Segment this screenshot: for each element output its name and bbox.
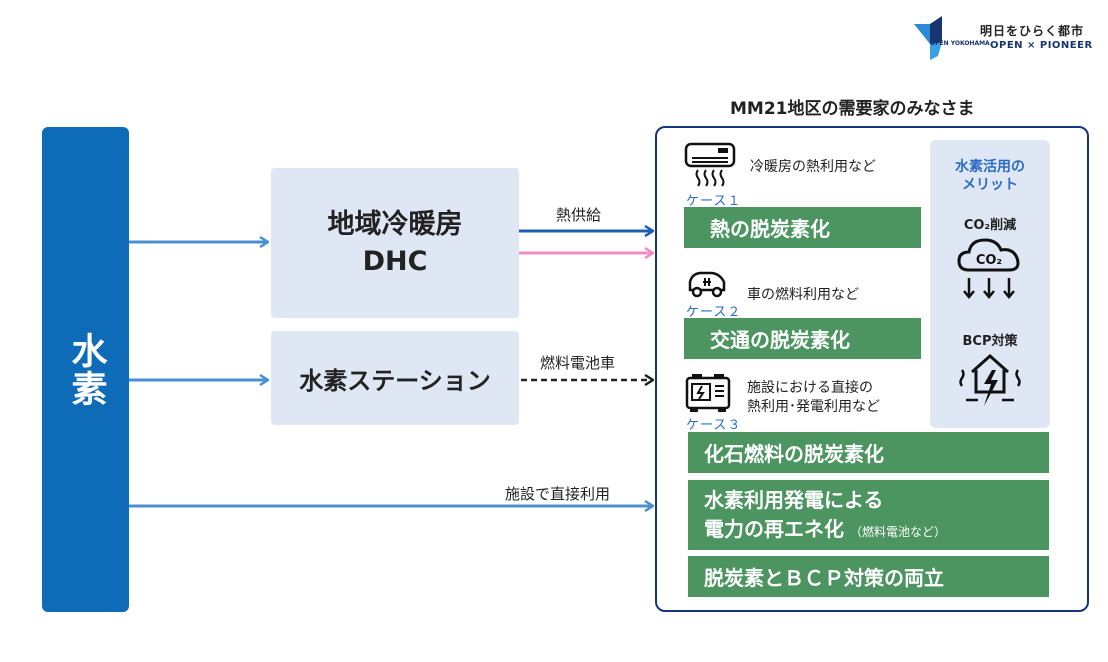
hydrogen-source-bar: 水素 bbox=[42, 127, 129, 612]
direct-use-label: 施設で直接利用 bbox=[505, 485, 611, 503]
tagline-jp: 明日をひらく都市 bbox=[980, 24, 1085, 38]
renewable-note: （燃料電池など） bbox=[850, 525, 947, 539]
case3-use-line2: 熱利用･発電利用など bbox=[747, 399, 880, 415]
open-yokohama-logo-icon bbox=[914, 16, 942, 60]
heat-supply-label: 熱供給 bbox=[556, 206, 602, 224]
fuel-cell-vehicle-label: 燃料電池車 bbox=[540, 354, 616, 372]
hydrogen-station-box: 水素ステーション bbox=[271, 331, 519, 425]
case3-use-line1: 施設における直接の bbox=[747, 380, 873, 396]
disaster-house-icon bbox=[959, 353, 1021, 406]
generator-icon bbox=[685, 374, 731, 412]
merit-title-line1: 水素活用の bbox=[955, 159, 1025, 175]
co2-reduction-label: CO₂削減 bbox=[963, 218, 1017, 233]
dhc-box: 地域冷暖房 DHC bbox=[271, 168, 519, 318]
case3-label: ケース３ bbox=[686, 418, 742, 433]
co2-cloud-text: CO₂ bbox=[976, 253, 1002, 268]
merit-title: 水素活用の メリット bbox=[930, 158, 1050, 194]
case2-result: 交通の脱炭素化 bbox=[684, 318, 921, 359]
air-conditioner-icon bbox=[684, 142, 736, 187]
co2-reduction-icon: CO₂ bbox=[957, 238, 1020, 299]
renewable-line1: 水素利用発電による bbox=[704, 488, 884, 512]
station-label: 水素ステーション bbox=[299, 366, 491, 395]
renewable-line2-wrap: 電力の再エネ化 （燃料電池など） bbox=[704, 515, 1049, 547]
case3-result-fossil: 化石燃料の脱炭素化 bbox=[688, 432, 1049, 473]
logo-small-text: OPEN YOKOHAMA bbox=[930, 40, 990, 47]
case3-result-bcp: 脱炭素とＢＣＰ対策の両立 bbox=[688, 556, 1049, 597]
dhc-label-en: DHC bbox=[362, 246, 428, 277]
case2-use: 車の燃料利用など bbox=[747, 287, 859, 303]
hydrogen-label: 水素 bbox=[65, 331, 107, 408]
case1-use: 冷暖房の熱利用など bbox=[750, 159, 876, 175]
case2-label: ケース２ bbox=[686, 305, 742, 320]
bcp-label: BCP対策 bbox=[962, 334, 1018, 349]
merit-title-line2: メリット bbox=[962, 177, 1018, 193]
case1-result: 熱の脱炭素化 bbox=[684, 207, 921, 248]
car-icon bbox=[688, 271, 726, 298]
case1-label: ケース１ bbox=[686, 194, 742, 209]
tagline-en: OPEN × PIONEER bbox=[990, 40, 1093, 51]
case3-result-renewable: 水素利用発電による 電力の再エネ化 （燃料電池など） bbox=[688, 480, 1049, 550]
dhc-label-jp: 地域冷暖房 bbox=[327, 209, 463, 240]
renewable-line2: 電力の再エネ化 bbox=[704, 517, 844, 541]
demand-title: MM21地区の需要家のみなさま bbox=[730, 99, 975, 119]
